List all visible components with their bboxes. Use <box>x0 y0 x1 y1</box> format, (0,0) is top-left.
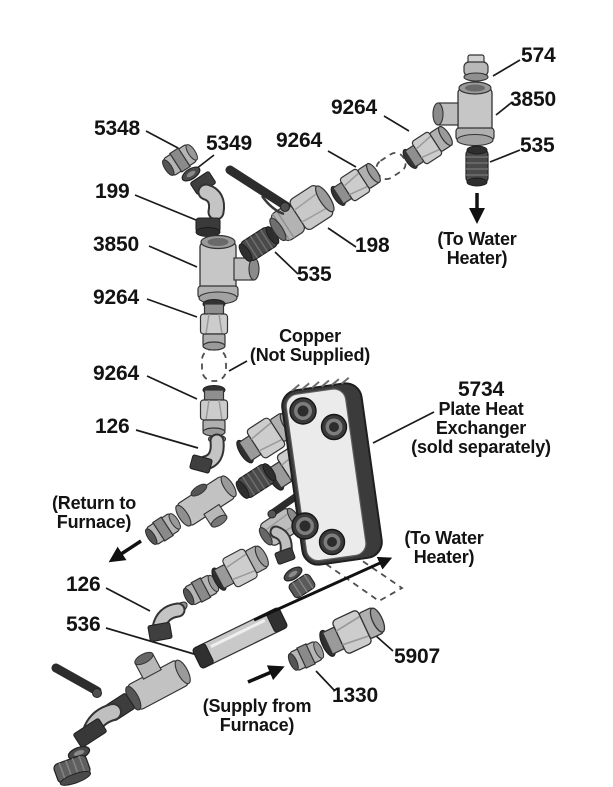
nipple-535-right <box>465 145 489 187</box>
leader-198 <box>327 227 357 248</box>
leader-9264-mid-lower <box>146 375 198 400</box>
part-label-5734: 5734 <box>458 378 504 401</box>
leader-9264-top-left <box>327 150 357 168</box>
part-label-126-mid: 126 <box>95 415 130 438</box>
tee-return <box>175 475 237 528</box>
annotation-plate-heat-exchanger: Plate Heat Exchanger (sold separately) <box>411 399 551 458</box>
part-label-535-top: 535 <box>297 263 332 286</box>
leader-126-mid <box>135 429 199 449</box>
leader-536 <box>105 627 195 655</box>
leader-5349 <box>195 154 215 170</box>
plate-heat-exchanger-5734 <box>281 376 383 566</box>
flow-arrows <box>108 193 486 684</box>
arrow-supply-from-furnace <box>247 665 285 684</box>
tee-3850-right <box>432 81 495 147</box>
pipe-536 <box>192 607 288 669</box>
part-label-536: 536 <box>66 613 101 636</box>
copper-dashed-middle <box>201 348 227 382</box>
part-label-3850-left: 3850 <box>93 233 139 256</box>
part-label-5907: 5907 <box>394 645 440 668</box>
leader-copper-note <box>228 360 248 372</box>
part-label-5348: 5348 <box>94 117 140 140</box>
leader-5734 <box>372 411 435 444</box>
annotation-return-to-furnace: (Return to Furnace) <box>52 493 136 533</box>
plate-port-bottom-left <box>291 512 319 540</box>
leader-126-bottom <box>105 587 151 612</box>
elbow-199 <box>190 171 225 237</box>
part-label-9264-mid-upper: 9264 <box>93 286 139 309</box>
valve-198-latch <box>260 195 285 216</box>
elbow-mid <box>269 525 296 565</box>
part-label-126-bottom: 126 <box>66 573 101 596</box>
union-9264-mid-lower <box>199 384 229 437</box>
leader-5348 <box>145 130 179 149</box>
plate-port-top-left <box>289 397 317 425</box>
part-label-199: 199 <box>95 180 130 203</box>
cap-mid <box>288 573 316 599</box>
ball-valve-198 <box>225 165 335 242</box>
union-9264-mid-upper <box>199 298 229 351</box>
elbow-126-mid <box>189 433 227 474</box>
plate-port-top-right <box>320 413 348 441</box>
tee-bottom <box>125 651 191 711</box>
copper-dashed-bottom-run <box>314 543 404 603</box>
part-label-9264-mid-lower: 9264 <box>93 362 139 385</box>
nipple-1330 <box>284 638 328 674</box>
annotation-to-water-heater-bottom: (To Water Heater) <box>404 528 484 568</box>
arrow-return-to-furnace <box>108 539 142 563</box>
valve-198-lever <box>225 165 291 211</box>
leader-3850-left <box>148 245 198 268</box>
part-label-9264-top-right: 9264 <box>331 96 377 119</box>
part-label-3850-right: 3850 <box>510 88 556 111</box>
leader-535-right <box>489 149 521 163</box>
cap-574 <box>463 54 489 82</box>
drain-valve <box>51 663 135 748</box>
part-label-1330: 1330 <box>332 684 378 707</box>
leader-574 <box>492 59 521 77</box>
drain-valve-lever <box>51 663 102 696</box>
leader-9264-top-right <box>383 115 410 132</box>
leader-1330 <box>315 670 335 691</box>
annotation-to-water-heater-top: (To Water Heater) <box>437 229 517 269</box>
part-label-574: 574 <box>521 44 556 67</box>
annotation-copper-not-supplied: Copper (Not Supplied) <box>249 326 371 366</box>
leader-lines <box>105 59 521 691</box>
leader-9264-mid-upper <box>146 298 198 318</box>
union-5907 <box>314 600 391 664</box>
arrow-to-water-heater-bottom <box>253 556 393 622</box>
leader-535-top <box>274 251 299 275</box>
part-label-198: 198 <box>355 234 390 257</box>
plate-port-bottom-right <box>318 528 346 556</box>
leader-5907 <box>374 634 394 652</box>
leader-3850-right <box>495 102 512 116</box>
tee-3850-left <box>197 234 260 305</box>
drain-hose-cap <box>53 754 92 786</box>
part-label-535-right: 535 <box>520 134 555 157</box>
elbow-126-bottom <box>147 601 188 643</box>
annotation-supply-from-furnace: (Supply from Furnace) <box>202 696 312 736</box>
part-label-9264-top-left: 9264 <box>276 129 322 152</box>
part-label-5349: 5349 <box>206 132 252 155</box>
leader-199 <box>134 194 197 221</box>
